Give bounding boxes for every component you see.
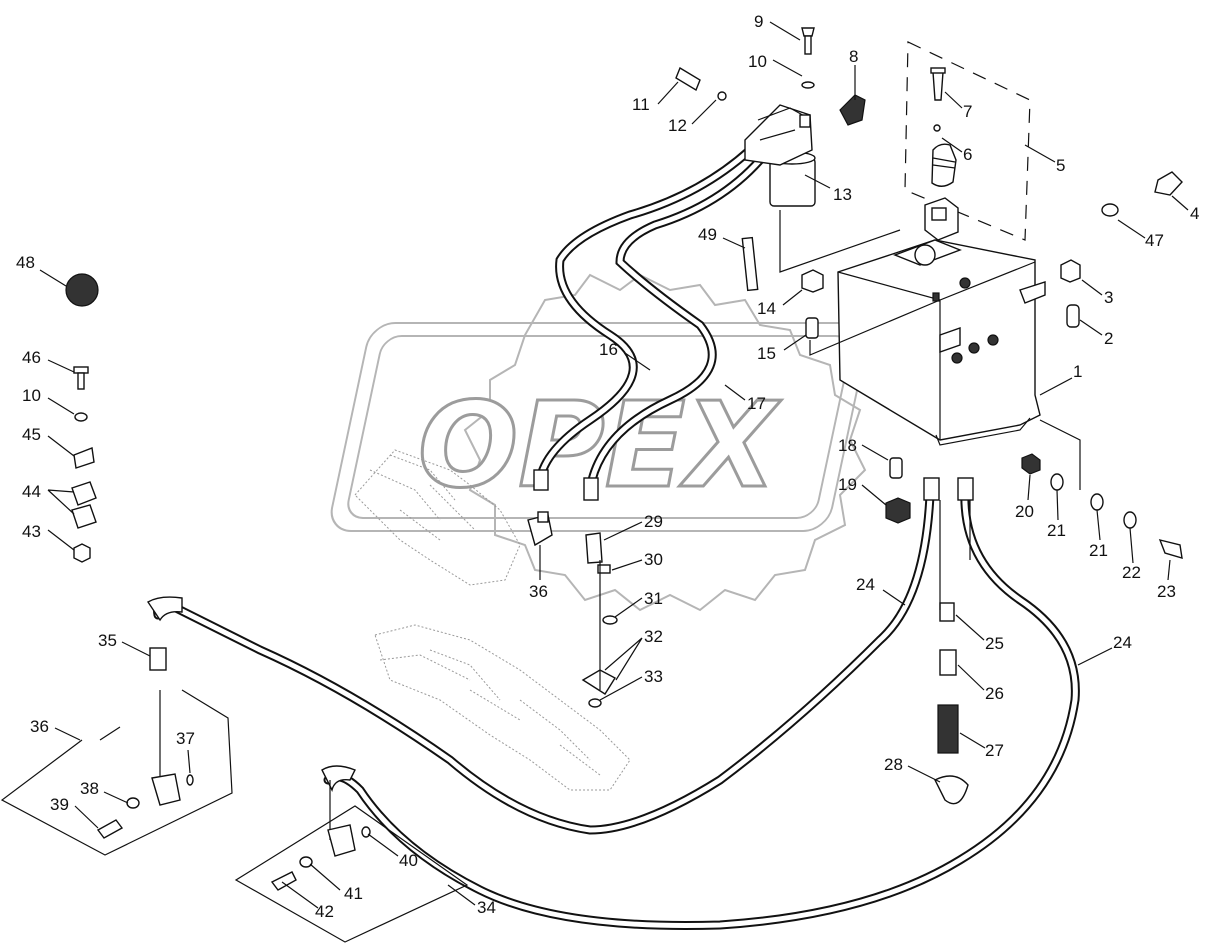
callout-36: 36: [529, 582, 548, 601]
callout-26: 26: [985, 684, 1004, 703]
callout-49: 49: [698, 225, 717, 244]
callout-47: 47: [1145, 231, 1164, 250]
watermark: OPEX: [330, 273, 868, 612]
watermark-outer-frame: [330, 322, 868, 532]
callout-27: 27: [985, 741, 1004, 760]
callout-13: 13: [833, 185, 852, 204]
callout-25: 25: [985, 634, 1004, 653]
callout-14: 14: [757, 299, 776, 318]
callout-17: 17: [747, 394, 766, 413]
tank-side-fittings: [801, 171, 1183, 524]
ghost-pump-upper: [354, 449, 521, 586]
callout-9: 9: [754, 12, 763, 31]
callout-3: 3: [1104, 288, 1113, 307]
callout-21b: 21: [1089, 541, 1108, 560]
detail-box-36: [0, 689, 233, 856]
callout-41: 41: [344, 884, 363, 903]
callout-38: 38: [80, 779, 99, 798]
callout-1: 1: [1073, 362, 1082, 381]
callout-44: 44: [22, 482, 41, 501]
mount-hardware: [1021, 453, 1183, 559]
callout-18: 18: [838, 436, 857, 455]
callout-30: 30: [644, 550, 663, 569]
ghost-pump-lower: [374, 624, 631, 791]
hose-24-right: [323, 485, 1080, 931]
callout-labels: 9 10 8 11 12 13 7 6 5 4 47 48 49 3 14 2 …: [16, 12, 1199, 921]
callout-40: 40: [399, 851, 418, 870]
callout-7: 7: [963, 102, 972, 121]
callout-29: 29: [644, 512, 663, 531]
connector-lines: [599, 210, 1081, 690]
detail-box-34: [234, 780, 469, 943]
hose-end-fittings: [147, 469, 974, 805]
callout-2: 2: [1104, 329, 1113, 348]
callout-28: 28: [884, 755, 903, 774]
callout-10b: 10: [22, 386, 41, 405]
filler-cap-assembly: [904, 41, 1031, 241]
callout-20: 20: [1015, 502, 1034, 521]
callout-19: 19: [838, 475, 857, 494]
callout-22: 22: [1122, 563, 1141, 582]
callout-6: 6: [963, 145, 972, 164]
callout-24b: 24: [1113, 633, 1132, 652]
callout-46: 46: [22, 348, 41, 367]
hydraulic-tank: [837, 239, 1046, 446]
clamp-assembly: [65, 273, 99, 563]
callout-8: 8: [849, 47, 858, 66]
callout-48: 48: [16, 253, 35, 272]
callout-37: 37: [176, 729, 195, 748]
callout-4: 4: [1190, 204, 1199, 223]
callout-39: 39: [50, 795, 69, 814]
callout-23: 23: [1157, 582, 1176, 601]
hose-24-left: [153, 490, 935, 835]
callout-21: 21: [1047, 521, 1066, 540]
watermark-text: OPEX: [418, 376, 781, 514]
callout-12: 12: [668, 116, 687, 135]
callout-42: 42: [315, 902, 334, 921]
callout-leaders: [39, 21, 1189, 909]
filter-assembly: [675, 27, 866, 292]
hose-17: [587, 155, 765, 485]
callout-11: 11: [632, 95, 650, 114]
callout-32: 32: [644, 627, 663, 646]
hose-16: [535, 145, 755, 485]
callout-24: 24: [856, 575, 875, 594]
callout-36b: 36: [30, 717, 49, 736]
callout-45: 45: [22, 425, 41, 444]
callout-35: 35: [98, 631, 117, 650]
callout-34: 34: [477, 898, 496, 917]
callout-5: 5: [1056, 156, 1065, 175]
callout-15: 15: [757, 344, 776, 363]
callout-16: 16: [599, 340, 618, 359]
callout-10: 10: [748, 52, 767, 71]
callout-31: 31: [644, 589, 663, 608]
callout-33: 33: [644, 667, 663, 686]
callout-43: 43: [22, 522, 41, 541]
